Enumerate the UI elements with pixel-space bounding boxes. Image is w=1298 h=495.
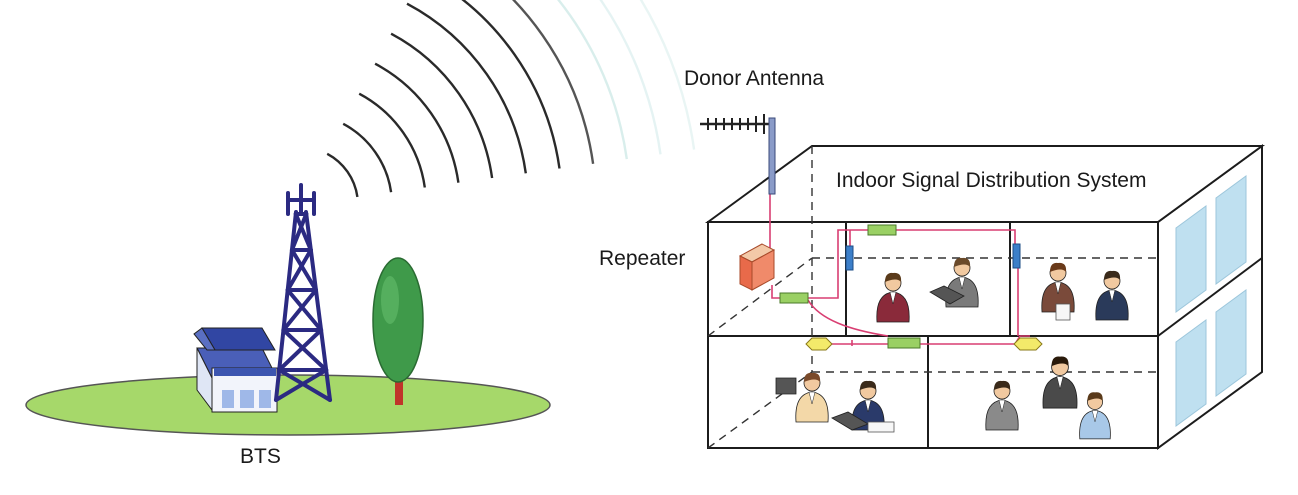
couplers <box>805 337 1043 351</box>
radio-wave-arc <box>557 0 628 160</box>
laptop-icon <box>929 285 965 305</box>
occupants <box>775 257 1129 440</box>
radio-wave-arc <box>406 2 527 174</box>
radio-wave-arc <box>639 0 696 150</box>
coupler-icon <box>805 337 833 351</box>
donor-antenna-label: Donor Antenna <box>684 67 825 90</box>
ground-ellipse <box>25 374 551 436</box>
person-icon <box>876 272 910 323</box>
radio-wave-arc <box>358 92 426 188</box>
building-hidden-lines <box>707 146 1158 449</box>
repeater-box-icon <box>738 243 776 291</box>
document-icon <box>1055 303 1071 321</box>
building-outline <box>704 144 1266 450</box>
radio-wave-arc <box>390 32 494 179</box>
radio-wave-arc <box>511 0 595 164</box>
person-icon <box>1095 270 1129 321</box>
splitter-icon <box>867 224 897 236</box>
radio-waves <box>326 0 696 198</box>
coupler-icon <box>1013 337 1043 351</box>
document-icon <box>867 421 895 433</box>
person-icon <box>1042 356 1078 409</box>
radio-wave-arc <box>342 122 393 193</box>
indoor-antennas <box>845 243 1021 271</box>
radio-wave-arc <box>326 152 359 198</box>
indoor-system-label: Indoor Signal Distribution System <box>836 169 1147 192</box>
repeater-label: Repeater <box>599 247 686 270</box>
indoor-antenna-icon <box>1012 243 1021 269</box>
indoor-antenna-icon <box>845 245 854 271</box>
radio-wave-arc <box>461 0 561 169</box>
tree-icon <box>372 257 424 405</box>
person-icon <box>985 380 1019 431</box>
bts-label: BTS <box>240 445 281 468</box>
building-windows <box>1175 175 1247 427</box>
radio-wave-arc <box>374 62 460 183</box>
person-icon <box>795 372 829 423</box>
laptop-icon <box>775 377 797 395</box>
radio-wave-arc <box>599 0 662 155</box>
cell-tower-icon <box>274 183 332 402</box>
splitter-icon <box>779 292 809 304</box>
splitters <box>779 224 921 349</box>
yagi-antenna-icon <box>700 114 776 195</box>
splitter-icon <box>887 337 921 349</box>
person-icon <box>945 257 979 308</box>
base-station-building-icon <box>193 327 278 413</box>
person-icon <box>1079 392 1111 440</box>
